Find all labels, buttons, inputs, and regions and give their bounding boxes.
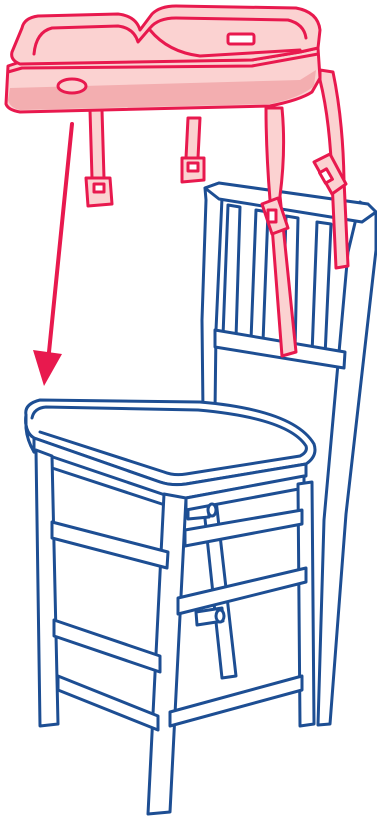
chair-side-rung-lower [176,566,308,616]
front-strap-middle [184,116,202,160]
down-arrow-icon [33,122,74,386]
back-strap-right-buckle-slot [318,167,334,185]
chair-front-rung-upper [50,520,170,570]
front-strap-middle-buckle-slot [186,161,200,173]
booster-base-edge [6,52,320,74]
chair-back-slat-4 [310,220,333,358]
down-arrow-shaft [47,122,74,354]
booster-seat-icon [4,4,322,114]
chair-right-rear-leg [296,480,316,728]
chair-back-slat-2 [249,208,270,344]
chair-seat-left-edge [24,413,36,454]
chair-seat-bevel [30,405,308,477]
chair-back-slat-1 [221,203,242,340]
chair-right-back-post [316,200,377,727]
chair-front-rung-lower [52,618,162,674]
booster-side-slot [226,32,256,46]
front-straps-icon [84,108,206,208]
booster-seat-shell [10,4,322,66]
booster-release-button [56,77,88,95]
booster-seat-contour [32,16,308,56]
chair-bottom-side-rung [168,674,304,728]
front-strap-left-buckle-slot [92,182,106,194]
chair-peg-1 [206,502,218,518]
chair-front-left-leg [34,448,60,728]
chair-side-rung-upper [183,508,304,548]
chair-bottom-rung [56,674,160,732]
back-straps-icon [260,68,350,358]
wooden-chair-icon [24,181,377,816]
chair-front-right-leg [146,492,188,816]
down-arrow-head [33,350,62,386]
chair-left-back-post [200,181,224,414]
booster-base-shadow [8,70,316,110]
back-strap-left-buckle-slot [266,208,278,224]
chair-peg-2 [214,608,226,624]
booster-seat-back [148,28,302,58]
front-strap-left [88,108,106,180]
